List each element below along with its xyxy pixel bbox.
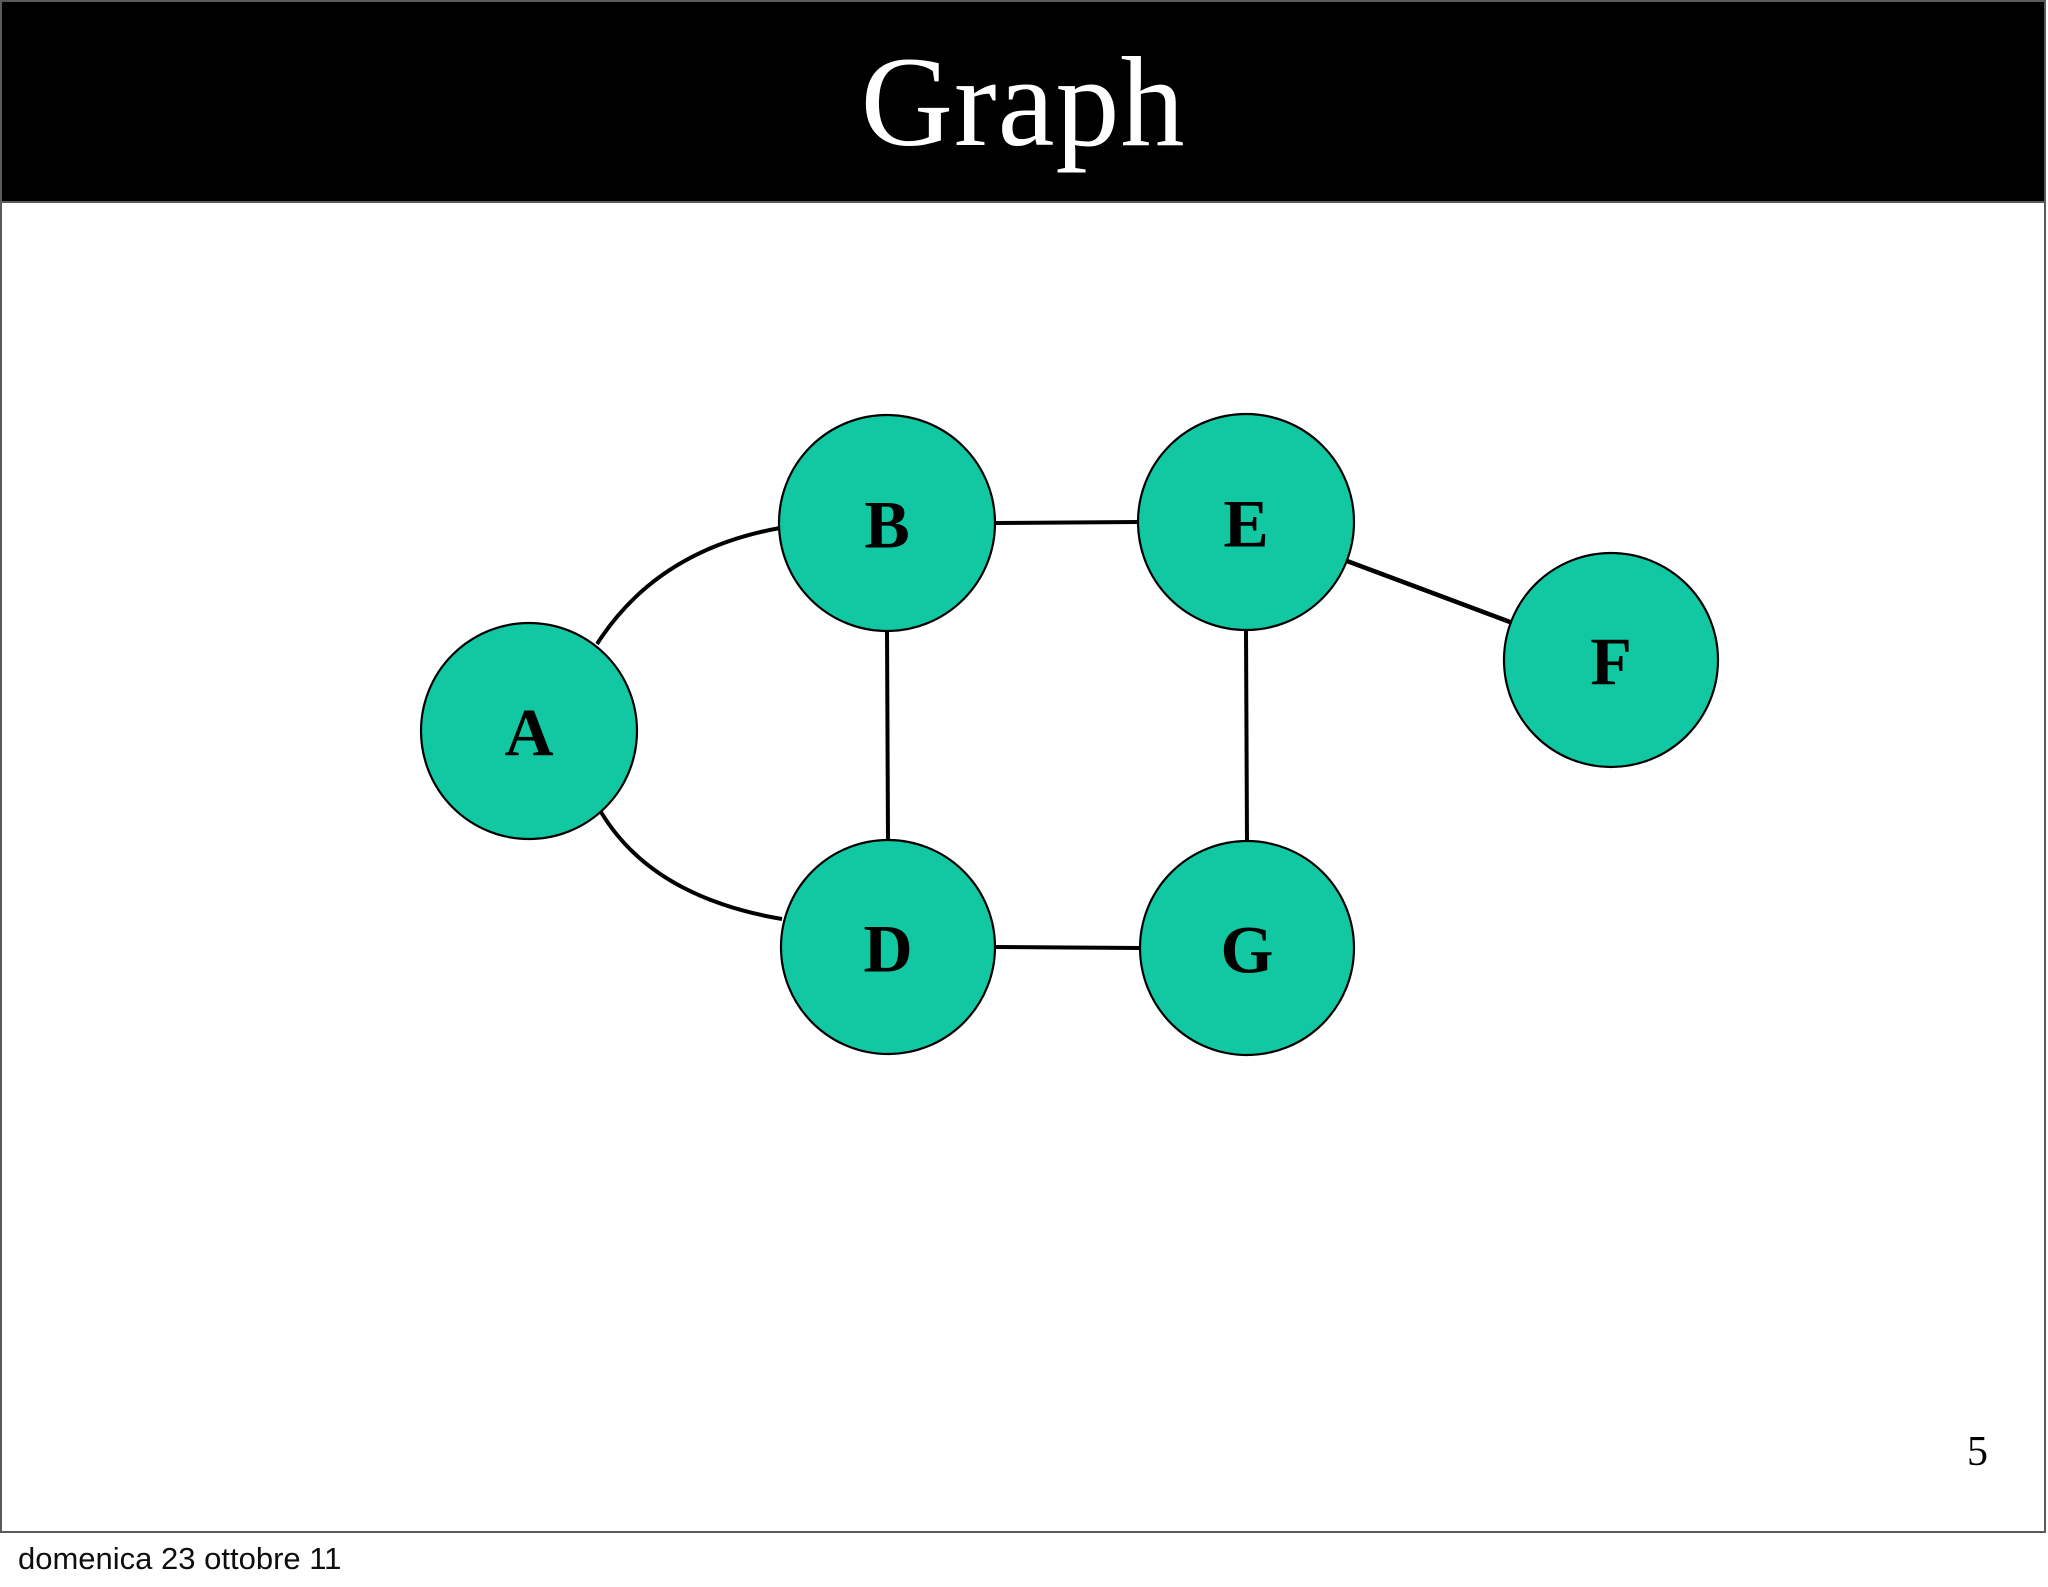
node-D: D xyxy=(779,838,997,1056)
footer-date: domenica 23 ottobre 11 xyxy=(18,1541,342,1576)
node-D-label: D xyxy=(863,910,912,986)
node-G-label: G xyxy=(1221,911,1274,987)
edge-D-G xyxy=(994,945,1141,950)
edge-B-D xyxy=(885,630,890,842)
node-F-circle xyxy=(1502,551,1720,769)
node-A: A xyxy=(419,621,639,841)
graph-canvas: A B E F D G xyxy=(419,412,1720,1057)
node-A-circle xyxy=(419,621,639,841)
node-A-label: A xyxy=(504,694,553,770)
node-F-label: F xyxy=(1590,623,1632,699)
node-G: G xyxy=(1138,839,1356,1057)
edge-A-D xyxy=(599,810,783,921)
node-F: F xyxy=(1502,551,1720,769)
edge-B-E xyxy=(994,520,1139,525)
edge-E-F xyxy=(1346,558,1511,625)
slide-title: Graph xyxy=(860,30,1186,173)
node-G-circle xyxy=(1138,839,1356,1057)
node-B: B xyxy=(777,413,997,633)
node-B-label: B xyxy=(864,486,909,562)
node-E-label: E xyxy=(1223,485,1268,561)
node-B-circle xyxy=(777,413,997,633)
node-E-circle xyxy=(1136,412,1356,632)
page-number: 5 xyxy=(1967,1429,1988,1475)
node-E: E xyxy=(1136,412,1356,632)
edge-E-G xyxy=(1244,629,1249,843)
slide: Graph A B E F D G 5 xyxy=(0,0,2046,1533)
edge-A-B xyxy=(595,526,781,646)
title-bar: Graph xyxy=(2,2,2044,203)
node-D-circle xyxy=(779,838,997,1056)
